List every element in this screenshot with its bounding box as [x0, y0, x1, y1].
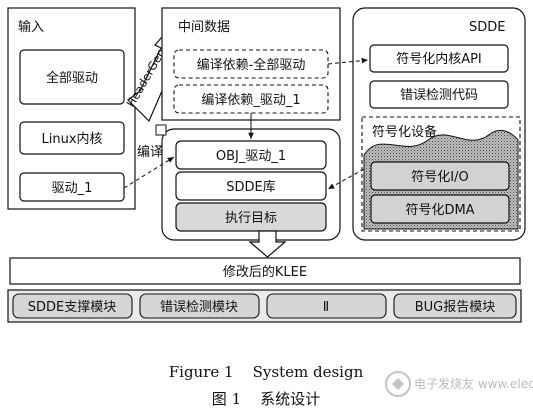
module-bug-report: BUG报告模块: [415, 300, 496, 315]
klee-label: 修改后的KLEE: [223, 264, 307, 280]
symbolic-io-box: [370, 161, 510, 191]
arrow-driver1-to-obj: [123, 156, 175, 189]
sdde-lib-box: [175, 171, 327, 201]
symbolic-device-group: 符号化设备 符号化I/O 符号化DMA: [361, 116, 521, 232]
module-sdde-support-box: [12, 293, 133, 319]
input-linux-kernel-box: [19, 121, 125, 155]
middle-title: 中间数据: [178, 20, 230, 35]
symbolic-io: 符号化I/O: [411, 169, 468, 185]
module-error-detect-box: [139, 293, 260, 319]
dep-driver-1: 编译依赖_驱动_1: [201, 93, 300, 108]
module-bug-report-box: [393, 293, 517, 319]
sdde-lib: SDDE库: [226, 179, 276, 195]
input-all-drivers: 全部驱动: [46, 70, 98, 86]
klee-bar: 修改后的KLEE: [9, 257, 521, 285]
obj-driver-1-box: [175, 140, 327, 170]
compile-label: 编译: [137, 145, 163, 160]
input-linux-kernel: Linux内核: [41, 131, 102, 147]
dep-all-drivers: 编译依赖-全部驱动: [197, 57, 306, 73]
input-panel: 输入 全部驱动 Linux内核 驱动_1: [7, 7, 136, 210]
connectors: [123, 57, 369, 190]
exec-target-box: [175, 202, 327, 232]
obj-driver-1: OBJ_驱动_1: [216, 149, 286, 164]
input-title: 输入: [18, 19, 44, 35]
symbolic-dma: 符号化DMA: [405, 202, 474, 218]
sdde-error-code: 错误检测代码: [400, 88, 478, 103]
middle-data-panel: 中间数据 编译依赖-全部驱动 编译依赖_驱动_1: [161, 7, 341, 121]
input-driver-1: 驱动_1: [52, 181, 93, 196]
symbolic-device-title: 符号化设备: [372, 124, 437, 140]
symbolic-dma-box: [370, 194, 510, 224]
module-error-detect: 错误检测模块: [160, 300, 238, 315]
caption-en: Figure 1 System design: [169, 363, 364, 381]
input-all-drivers-box: [19, 49, 125, 105]
module-ii-box: [266, 293, 387, 319]
exec-target: 执行目标: [225, 211, 277, 226]
watermark: 电子发烧友 www.elecfans.com: [385, 371, 533, 397]
compile-panel: 编译 OBJ_驱动_1 SDDE库 执行目标: [137, 124, 341, 241]
sdde-panel: SDDE 符号化内核API 错误检测代码 符号化设备 符号化I/O 符号化DMA: [352, 7, 526, 241]
watermark-logo-icon: [385, 371, 411, 397]
module-sdde-support: SDDE支撑模块: [28, 300, 117, 315]
dep-all-drivers-box: [173, 49, 329, 79]
input-driver-1-box: [19, 172, 125, 202]
dep-driver-1-box: [173, 84, 329, 114]
sdde-kernel-api-box: [369, 44, 509, 73]
sdde-title: SDDE: [469, 20, 506, 35]
module-ii: Ⅱ: [323, 300, 329, 315]
modules-row: SDDE支撑模块 错误检测模块 Ⅱ BUG报告模块: [7, 289, 522, 323]
sdde-kernel-api: 符号化内核API: [396, 51, 482, 67]
sdde-error-code-box: [369, 80, 509, 109]
caption-zh: 图 1 系统设计: [212, 390, 320, 408]
watermark-text: 电子发烧友 www.elecfans.com: [414, 376, 533, 391]
down-arrow-to-klee: [248, 230, 287, 258]
